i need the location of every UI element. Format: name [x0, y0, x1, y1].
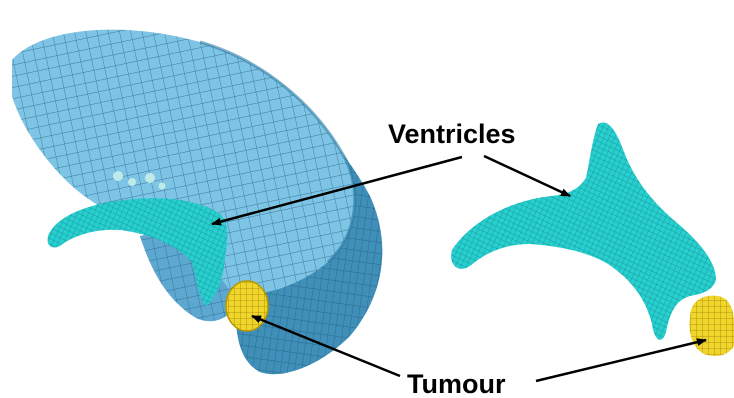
left-ventricle-mesh — [48, 198, 228, 306]
left-tumour-mesh — [226, 281, 268, 331]
tumour-label: Tumour — [407, 369, 506, 398]
right-tumour-mesh — [690, 296, 734, 356]
right-ventricle-mesh — [451, 122, 716, 339]
tumour-arrow-right — [536, 340, 706, 381]
brain-hemisphere-mesh — [12, 30, 382, 375]
ventricles-arrow-right — [484, 156, 570, 196]
ventricles-label: Ventricles — [388, 119, 516, 149]
